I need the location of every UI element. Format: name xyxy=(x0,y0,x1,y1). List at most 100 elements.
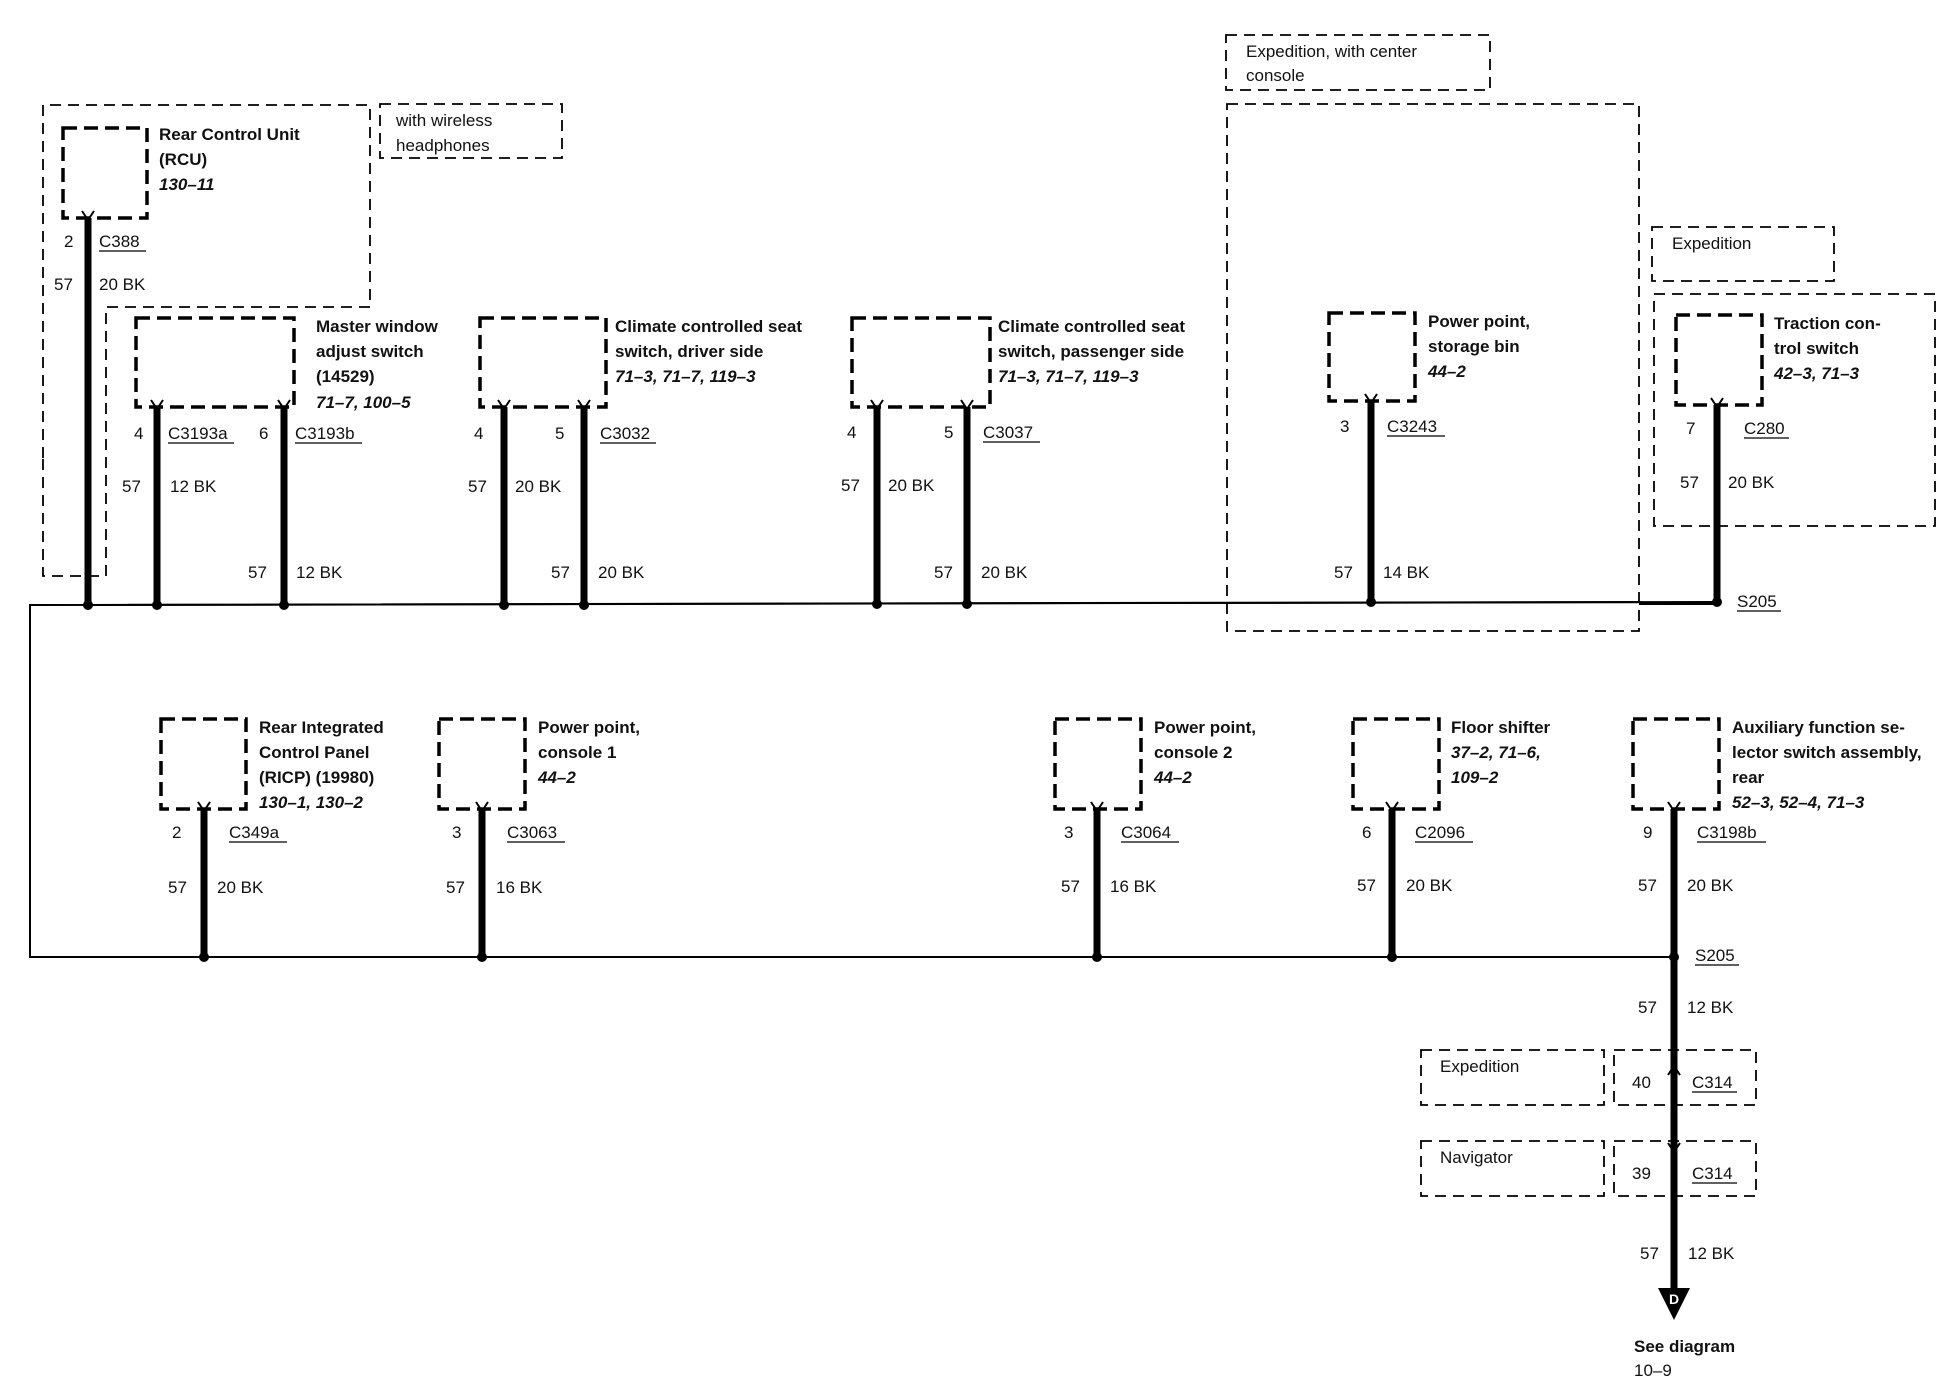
svg-text:3: 3 xyxy=(1340,417,1349,436)
svg-text:20 BK: 20 BK xyxy=(1406,876,1453,895)
svg-text:rear: rear xyxy=(1732,768,1765,787)
svg-text:44–2: 44–2 xyxy=(537,768,576,787)
svg-text:adjust switch: adjust switch xyxy=(316,342,424,361)
component-ccs-driver: Climate controlled seat switch, driver s… xyxy=(478,316,802,409)
expedition-top-label: Expedition xyxy=(1672,234,1751,253)
svg-text:trol switch: trol switch xyxy=(1774,339,1859,358)
svg-text:Master window: Master window xyxy=(316,317,439,336)
option-box-expedition-top: Expedition xyxy=(1651,226,1835,282)
svg-text:Navigator: Navigator xyxy=(1440,1148,1513,1167)
svg-text:14 BK: 14 BK xyxy=(1383,563,1430,582)
svg-text:6: 6 xyxy=(259,424,268,443)
svg-text:C3193a: C3193a xyxy=(168,424,228,443)
svg-text:C314: C314 xyxy=(1692,1073,1733,1092)
svg-text:C3064: C3064 xyxy=(1121,823,1171,842)
svg-text:16 BK: 16 BK xyxy=(496,878,543,897)
wireless-label-line1: with wireless xyxy=(395,111,492,130)
svg-text:20 BK: 20 BK xyxy=(1687,876,1734,895)
svg-text:9: 9 xyxy=(1643,823,1652,842)
svg-text:109–2: 109–2 xyxy=(1451,768,1499,787)
inline-connector-c314-navigator: 39 C314 xyxy=(1613,1140,1757,1197)
svg-text:57: 57 xyxy=(168,878,187,897)
component-rcu: Rear Control Unit (RCU) 130–11 xyxy=(61,125,300,220)
component-ricp: Rear Integrated Control Panel (RICP) (19… xyxy=(159,717,384,812)
component-power-point-console-2: Power point, console 2 44–2 xyxy=(1053,717,1256,811)
svg-text:5: 5 xyxy=(944,423,953,442)
svg-text:(14529): (14529) xyxy=(316,367,375,386)
component-aux-function-selector: Auxiliary function se- lector switch ass… xyxy=(1631,717,1922,812)
svg-text:20 BK: 20 BK xyxy=(598,563,645,582)
svg-text:Auxiliary function se-: Auxiliary function se- xyxy=(1732,718,1905,737)
splice-dots xyxy=(83,597,1722,962)
svg-text:57: 57 xyxy=(551,563,570,582)
svg-text:12 BK: 12 BK xyxy=(296,563,343,582)
svg-text:12 BK: 12 BK xyxy=(170,477,217,496)
svg-text:20 BK: 20 BK xyxy=(888,476,935,495)
svg-text:2: 2 xyxy=(64,232,73,251)
svg-text:Rear Control Unit: Rear Control Unit xyxy=(159,125,300,144)
svg-text:Floor shifter: Floor shifter xyxy=(1451,718,1551,737)
svg-text:storage bin: storage bin xyxy=(1428,337,1520,356)
svg-text:S205: S205 xyxy=(1695,946,1735,965)
svg-text:57: 57 xyxy=(934,563,953,582)
svg-text:71–3, 71–7, 119–3: 71–3, 71–7, 119–3 xyxy=(998,367,1139,386)
svg-text:C3243: C3243 xyxy=(1387,417,1437,436)
wire-labels: 57 20 BK 57 12 BK 57 12 BK 57 20 BK 57 2… xyxy=(54,275,1775,1263)
component-master-window-switch: Master window adjust switch (14529) 71–7… xyxy=(134,316,439,412)
svg-text:40: 40 xyxy=(1632,1073,1651,1092)
svg-text:12 BK: 12 BK xyxy=(1687,998,1734,1017)
svg-text:switch, passenger side: switch, passenger side xyxy=(998,342,1184,361)
svg-text:57: 57 xyxy=(468,477,487,496)
svg-text:42–3, 71–3: 42–3, 71–3 xyxy=(1773,364,1860,383)
svg-text:C280: C280 xyxy=(1744,419,1785,438)
svg-text:57: 57 xyxy=(1334,563,1353,582)
svg-text:57: 57 xyxy=(841,476,860,495)
svg-text:57: 57 xyxy=(1357,876,1376,895)
svg-text:57: 57 xyxy=(1680,473,1699,492)
svg-text:Rear Integrated: Rear Integrated xyxy=(259,718,384,737)
svg-text:57: 57 xyxy=(446,878,465,897)
svg-text:4: 4 xyxy=(474,424,483,443)
svg-text:3: 3 xyxy=(452,823,461,842)
svg-text:4: 4 xyxy=(134,424,143,443)
svg-text:20 BK: 20 BK xyxy=(515,477,562,496)
svg-text:5: 5 xyxy=(555,424,564,443)
svg-text:Control Panel: Control Panel xyxy=(259,743,370,762)
svg-text:3: 3 xyxy=(1064,823,1073,842)
svg-text:Power point,: Power point, xyxy=(538,718,640,737)
svg-text:57: 57 xyxy=(248,563,267,582)
svg-text:130–1, 130–2: 130–1, 130–2 xyxy=(259,793,364,812)
svg-text:Climate controlled seat: Climate controlled seat xyxy=(615,317,802,336)
svg-text:57: 57 xyxy=(54,275,73,294)
svg-text:switch, driver side: switch, driver side xyxy=(615,342,763,361)
svg-text:See diagram: See diagram xyxy=(1634,1337,1735,1356)
option-box-expedition-console xyxy=(1226,103,1640,632)
svg-text:57: 57 xyxy=(122,477,141,496)
svg-text:D: D xyxy=(1669,1291,1679,1307)
svg-text:20 BK: 20 BK xyxy=(99,275,146,294)
svg-text:57: 57 xyxy=(1061,877,1080,896)
svg-text:130–11: 130–11 xyxy=(159,175,214,194)
svg-text:71–7, 100–5: 71–7, 100–5 xyxy=(316,393,411,412)
exp-console-label-line2: console xyxy=(1246,66,1305,85)
svg-text:S205: S205 xyxy=(1737,592,1777,611)
svg-text:C3063: C3063 xyxy=(507,823,557,842)
svg-text:C388: C388 xyxy=(99,232,140,251)
svg-text:7: 7 xyxy=(1686,419,1695,438)
svg-text:C2096: C2096 xyxy=(1415,823,1465,842)
svg-text:C314: C314 xyxy=(1692,1164,1733,1183)
svg-text:C3037: C3037 xyxy=(983,423,1033,442)
svg-text:Climate controlled seat: Climate controlled seat xyxy=(998,317,1185,336)
component-floor-shifter: Floor shifter 37–2, 71–6, 109–2 xyxy=(1351,717,1551,811)
option-box-rear-control xyxy=(42,104,371,577)
svg-text:20 BK: 20 BK xyxy=(981,563,1028,582)
option-box-traction xyxy=(1653,293,1936,527)
svg-text:C3198b: C3198b xyxy=(1697,823,1757,842)
svg-text:57: 57 xyxy=(1640,1244,1659,1263)
svg-text:lector switch assembly,: lector switch assembly, xyxy=(1732,743,1922,762)
svg-text:39: 39 xyxy=(1632,1164,1651,1183)
svg-text:C3193b: C3193b xyxy=(295,424,355,443)
component-ccs-passenger: Climate controlled seat switch, passenge… xyxy=(850,316,1185,409)
splice-s205-top: S205 xyxy=(1737,592,1781,612)
